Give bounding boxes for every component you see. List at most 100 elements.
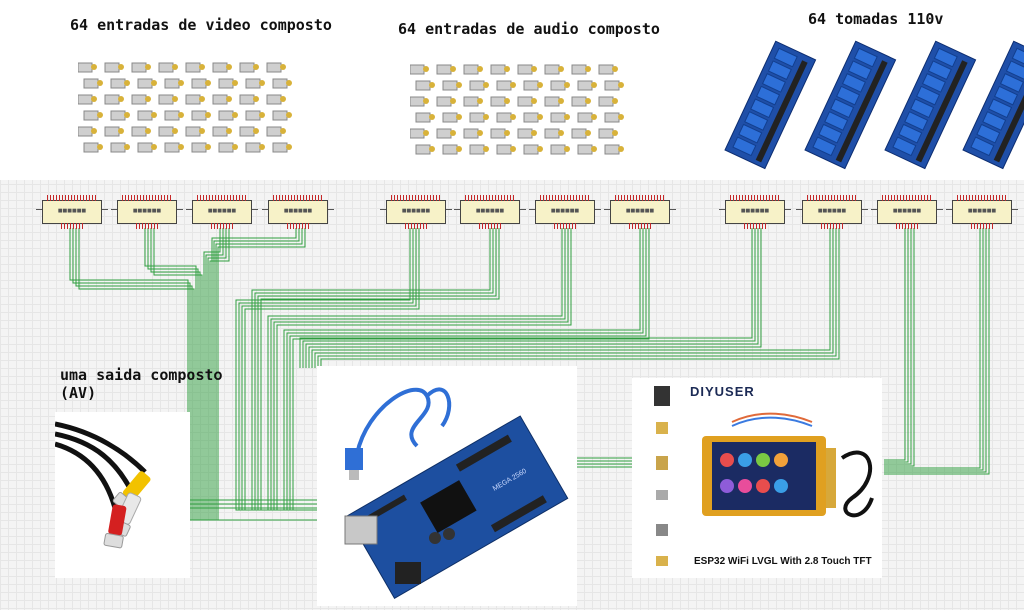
rca-jack-icon [164,110,184,121]
rca-jack-icon [598,96,618,107]
esp-brand-label: DIYUSER [690,384,755,399]
rca-jack-icon [496,80,516,91]
rca-jack-icon [577,112,597,123]
multiplexer-board: ■■■■■■ [111,195,183,229]
rca-jack-icon [266,62,286,73]
rca-jack-icon [137,78,157,89]
multiplexer-board: ■■■■■■ [946,195,1018,229]
rca-jack-icon [131,94,151,105]
rca-jack-icon [272,78,292,89]
rca-jack-icon [218,142,238,153]
rca-jack-icon [218,78,238,89]
rca-jack-icon [185,126,205,137]
rca-jack-icon [517,128,537,139]
multiplexer-board: ■■■■■■ [529,195,601,229]
esp32-display-icon [654,386,874,566]
rca-jack-icon [442,80,462,91]
rca-jack-icon [131,126,151,137]
rca-jack-icon [239,94,259,105]
rca-jack-icon [604,80,624,91]
video-jacks-group [78,62,292,153]
rca-jack-icon [83,142,103,153]
rca-jack-icon [245,142,265,153]
rca-jack-icon [550,144,570,155]
rca-jack-icon [442,112,462,123]
rca-jack-icon [185,94,205,105]
av-cable-icon [54,421,151,549]
rca-jack-icon [604,144,624,155]
rca-jack-icon [463,64,483,75]
rca-jack-icon [266,126,286,137]
rca-jack-icon [104,62,124,73]
rca-jack-icon [164,142,184,153]
rca-jack-icon [158,62,178,73]
rca-jack-icon [239,62,259,73]
rca-jack-icon [571,128,591,139]
rca-jack-icon [415,144,435,155]
rca-jack-icon [104,126,124,137]
rca-jack-icon [110,78,130,89]
relay-module-icon [724,40,1024,170]
rca-jack-icon [212,62,232,73]
output-label-line2: (AV) [60,384,97,402]
rca-jack-icon [239,126,259,137]
relay-modules-group [715,30,1024,170]
rca-jack-icon [544,96,564,107]
rca-jack-icon [436,96,456,107]
rca-jack-icon [185,62,205,73]
rca-jack-icon [191,110,211,121]
rca-jack-icon [212,94,232,105]
rca-jack-icon [212,126,232,137]
output-label-line1: uma saida composto [60,366,223,384]
rca-jack-icon [110,110,130,121]
rca-jack-icon [496,112,516,123]
rca-jack-icon [272,110,292,121]
rca-jack-icon [415,112,435,123]
rca-jack-icon [463,128,483,139]
rca-jack-icon [442,144,462,155]
multiplexer-board: ■■■■■■ [604,195,676,229]
rca-jack-icon [604,112,624,123]
rca-jack-icon [78,94,97,105]
rca-jack-icon [571,64,591,75]
rca-jack-icon [523,144,543,155]
rca-jack-icon [544,128,564,139]
rca-jack-icon [410,96,429,107]
rca-jack-icon [517,96,537,107]
rca-jack-icon [158,126,178,137]
rca-jack-icon [523,80,543,91]
rca-jack-icon [490,128,510,139]
rca-jack-icon [191,78,211,89]
rca-jack-icon [78,126,97,137]
rca-jack-icon [104,94,124,105]
rca-jack-icon [415,80,435,91]
multiplexer-board: ■■■■■■ [36,195,108,229]
audio-jacks-group [410,64,624,155]
rca-jack-icon [436,64,456,75]
rca-jack-icon [523,112,543,123]
rca-jack-icon [598,64,618,75]
rca-jack-icon [469,80,489,91]
rca-jack-icon [496,144,516,155]
rca-jack-icon [83,78,103,89]
video-inputs-label: 64 entradas de video composto [70,16,332,34]
multiplexer-board: ■■■■■■ [186,195,258,229]
rca-jack-icon [598,128,618,139]
multiplexer-board: ■■■■■■ [871,195,943,229]
multiplexer-board: ■■■■■■ [380,195,452,229]
rca-jack-icon [490,96,510,107]
rca-jack-icon [218,110,238,121]
rca-jack-icon [577,144,597,155]
rca-jack-icon [78,62,97,73]
rca-jack-icon [571,96,591,107]
rca-jack-icon [158,94,178,105]
rca-jack-icon [245,78,265,89]
multiplexer-board: ■■■■■■ [454,195,526,229]
rca-jack-icon [137,142,157,153]
rca-jack-icon [436,128,456,139]
rca-jack-icon [463,96,483,107]
rca-jack-icon [131,62,151,73]
multiplexer-board: ■■■■■■ [719,195,791,229]
rca-jack-icon [191,142,211,153]
